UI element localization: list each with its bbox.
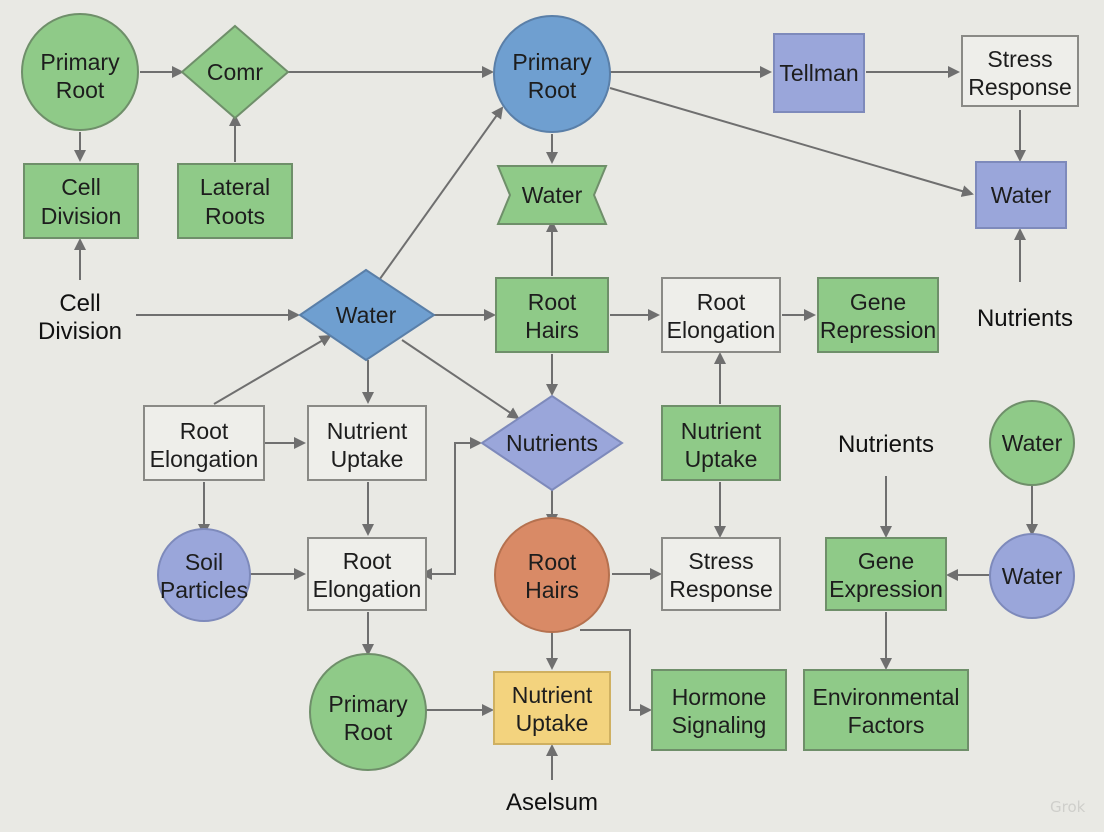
node-label-line: Elongation	[667, 317, 776, 343]
node-nutrients-text-1: Nutrients	[977, 305, 1073, 332]
node-primary-root-2: Primary Root	[493, 15, 611, 133]
node-nutrient-uptake-2: Nutrient Uptake	[661, 405, 781, 481]
node-label-line: Uptake	[685, 446, 758, 472]
node-water-circle-2: Water	[989, 533, 1075, 619]
node-water-diamond: Water	[298, 268, 436, 362]
node-label-line: Division	[41, 203, 122, 229]
node-label-line: Root	[528, 549, 577, 575]
node-label-line: Cell	[59, 290, 100, 317]
node-label-line: Hairs	[525, 577, 579, 603]
edge-water-diamond-primary-root	[366, 106, 504, 299]
node-label-line: Water	[1002, 563, 1063, 589]
node-label-line: Roots	[205, 203, 265, 229]
node-label-line: Response	[968, 74, 1072, 100]
node-nutrient-uptake-3: Nutrient Uptake	[493, 671, 611, 745]
edges	[74, 66, 1038, 780]
node-label-line: Gene	[850, 289, 906, 315]
node-label-line: Root	[697, 289, 746, 315]
node-comr: Comr	[180, 24, 290, 120]
node-label-line: Uptake	[331, 446, 404, 472]
node-nutrients-text-2: Nutrients	[838, 431, 934, 458]
node-root-elongation-1: Root Elongation	[661, 277, 781, 353]
node-label-line: Nutrient	[327, 418, 408, 444]
node-label-line: Comr	[207, 59, 264, 85]
node-label-line: Stress	[987, 46, 1052, 72]
node-label-line: Lateral	[200, 174, 270, 200]
node-label-line: Primary	[512, 49, 592, 75]
node-root-elongation-2: Root Elongation	[143, 405, 265, 481]
nodes: Primary Root Comr Primary Root Tellman S…	[21, 13, 1079, 816]
edge-water-diamond-to-nutrients-diamond	[401, 339, 520, 420]
node-label-line: Root	[180, 418, 229, 444]
node-label-line: Division	[38, 318, 122, 345]
node-label-line: Hairs	[525, 317, 579, 343]
node-stress-response-1: Stress Response	[961, 35, 1079, 107]
node-stress-response-2: Stress Response	[661, 537, 781, 611]
edge-primary-root-to-water-box	[609, 87, 974, 197]
watermark: Grok	[1050, 798, 1086, 816]
node-label-line: Tellman	[779, 60, 858, 86]
node-label-line: Root	[56, 77, 105, 103]
node-label-line: Root	[344, 719, 393, 745]
node-label-line: Environmental	[812, 684, 959, 710]
node-label-line: Elongation	[150, 446, 259, 472]
node-label-line: Primary	[40, 49, 120, 75]
node-label-line: Repression	[820, 317, 936, 343]
node-label-line: Root	[343, 548, 392, 574]
node-aselsum-text: Aselsum	[506, 789, 598, 816]
node-root-elongation-3: Root Elongation	[307, 537, 427, 611]
node-label-line: Water	[991, 182, 1052, 208]
node-label-line: Hormone	[672, 684, 767, 710]
node-nutrients-diamond: Nutrients	[480, 394, 624, 492]
node-label-line: Nutrients	[838, 431, 934, 458]
node-label-line: Stress	[688, 548, 753, 574]
node-label-line: Nutrients	[506, 430, 598, 456]
node-label-line: Response	[669, 576, 773, 602]
edge-root-elongation-nutrients-connector	[420, 437, 482, 580]
node-label-line: Uptake	[516, 710, 589, 736]
node-cell-division-text: Cell Division	[38, 290, 122, 345]
node-label-line: Water	[522, 182, 583, 208]
node-root-hairs-circle: Root Hairs	[494, 517, 610, 633]
node-label-line: Root	[528, 289, 577, 315]
node-soil-particles: Soil Particles	[157, 528, 251, 622]
node-water-circle-1: Water	[989, 400, 1075, 486]
node-label-line: Water	[1002, 430, 1063, 456]
node-label-line: Aselsum	[506, 789, 598, 816]
node-label-line: Signaling	[672, 712, 767, 738]
node-label-line: Soil	[185, 549, 223, 575]
node-label-line: Cell	[61, 174, 101, 200]
node-nutrient-uptake-1: Nutrient Uptake	[307, 405, 427, 481]
node-label-line: Particles	[160, 577, 248, 603]
node-root-hairs-box: Root Hairs	[495, 277, 609, 353]
node-primary-root-1: Primary Root	[21, 13, 139, 131]
node-label-line: Expression	[829, 576, 943, 602]
node-label-line: Elongation	[313, 576, 422, 602]
node-water-box: Water	[975, 161, 1067, 229]
node-label-line: Primary	[328, 691, 408, 717]
node-water-bowtie: Water	[496, 165, 608, 225]
node-primary-root-3: Primary Root	[309, 653, 427, 771]
node-tellman: Tellman	[773, 33, 865, 113]
node-label-line: Factors	[848, 712, 925, 738]
edge-root-elongation-to-water-diamond	[213, 334, 332, 405]
node-gene-repression: Gene Repression	[817, 277, 939, 353]
node-hormone-signaling: Hormone Signaling	[651, 669, 787, 751]
node-gene-expression: Gene Expression	[825, 537, 947, 611]
edge-root-hairs-to-hormone-signaling	[580, 629, 652, 716]
node-cell-division-box: Cell Division	[23, 163, 139, 239]
node-lateral-roots: Lateral Roots	[177, 163, 293, 239]
node-label-line: Root	[528, 77, 577, 103]
node-label-line: Nutrient	[681, 418, 762, 444]
node-label-line: Nutrients	[977, 305, 1073, 332]
node-label-line: Gene	[858, 548, 914, 574]
node-label-line: Nutrient	[512, 682, 593, 708]
node-label-line: Water	[336, 302, 397, 328]
node-environmental-factors: Environmental Factors	[803, 669, 969, 751]
